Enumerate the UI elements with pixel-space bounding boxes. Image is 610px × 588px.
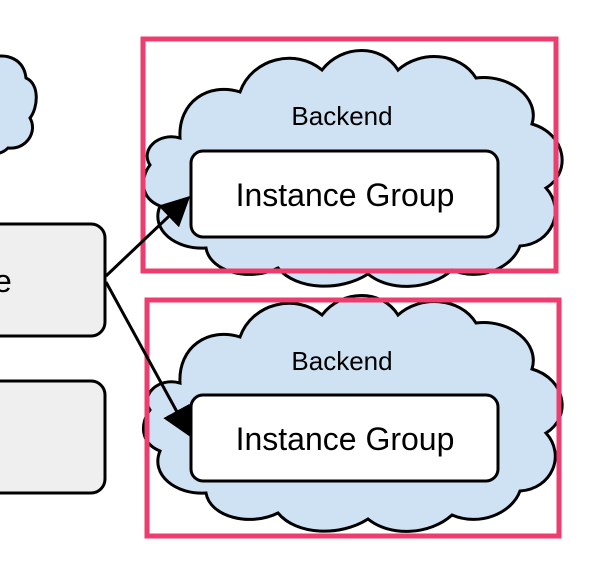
instance-group-label-2: Instance Group — [236, 421, 455, 457]
backend-label-1: Backend — [291, 101, 392, 131]
left-box-top — [0, 222, 107, 338]
instance-group-label-1: Instance Group — [236, 177, 455, 213]
left-box-top-label: e — [0, 263, 12, 299]
highlight-box-2 — [144, 297, 562, 539]
highlight-box-1 — [140, 36, 559, 274]
instance-group-box-2 — [189, 393, 500, 483]
partial-cloud-left — [0, 54, 38, 155]
arrow-to-instance-group-1 — [104, 195, 191, 278]
left-box-bottom — [0, 379, 107, 495]
backend-label-2: Backend — [291, 346, 392, 376]
instance-group-box-1 — [189, 149, 500, 239]
arrow-to-instance-group-2 — [104, 281, 191, 438]
